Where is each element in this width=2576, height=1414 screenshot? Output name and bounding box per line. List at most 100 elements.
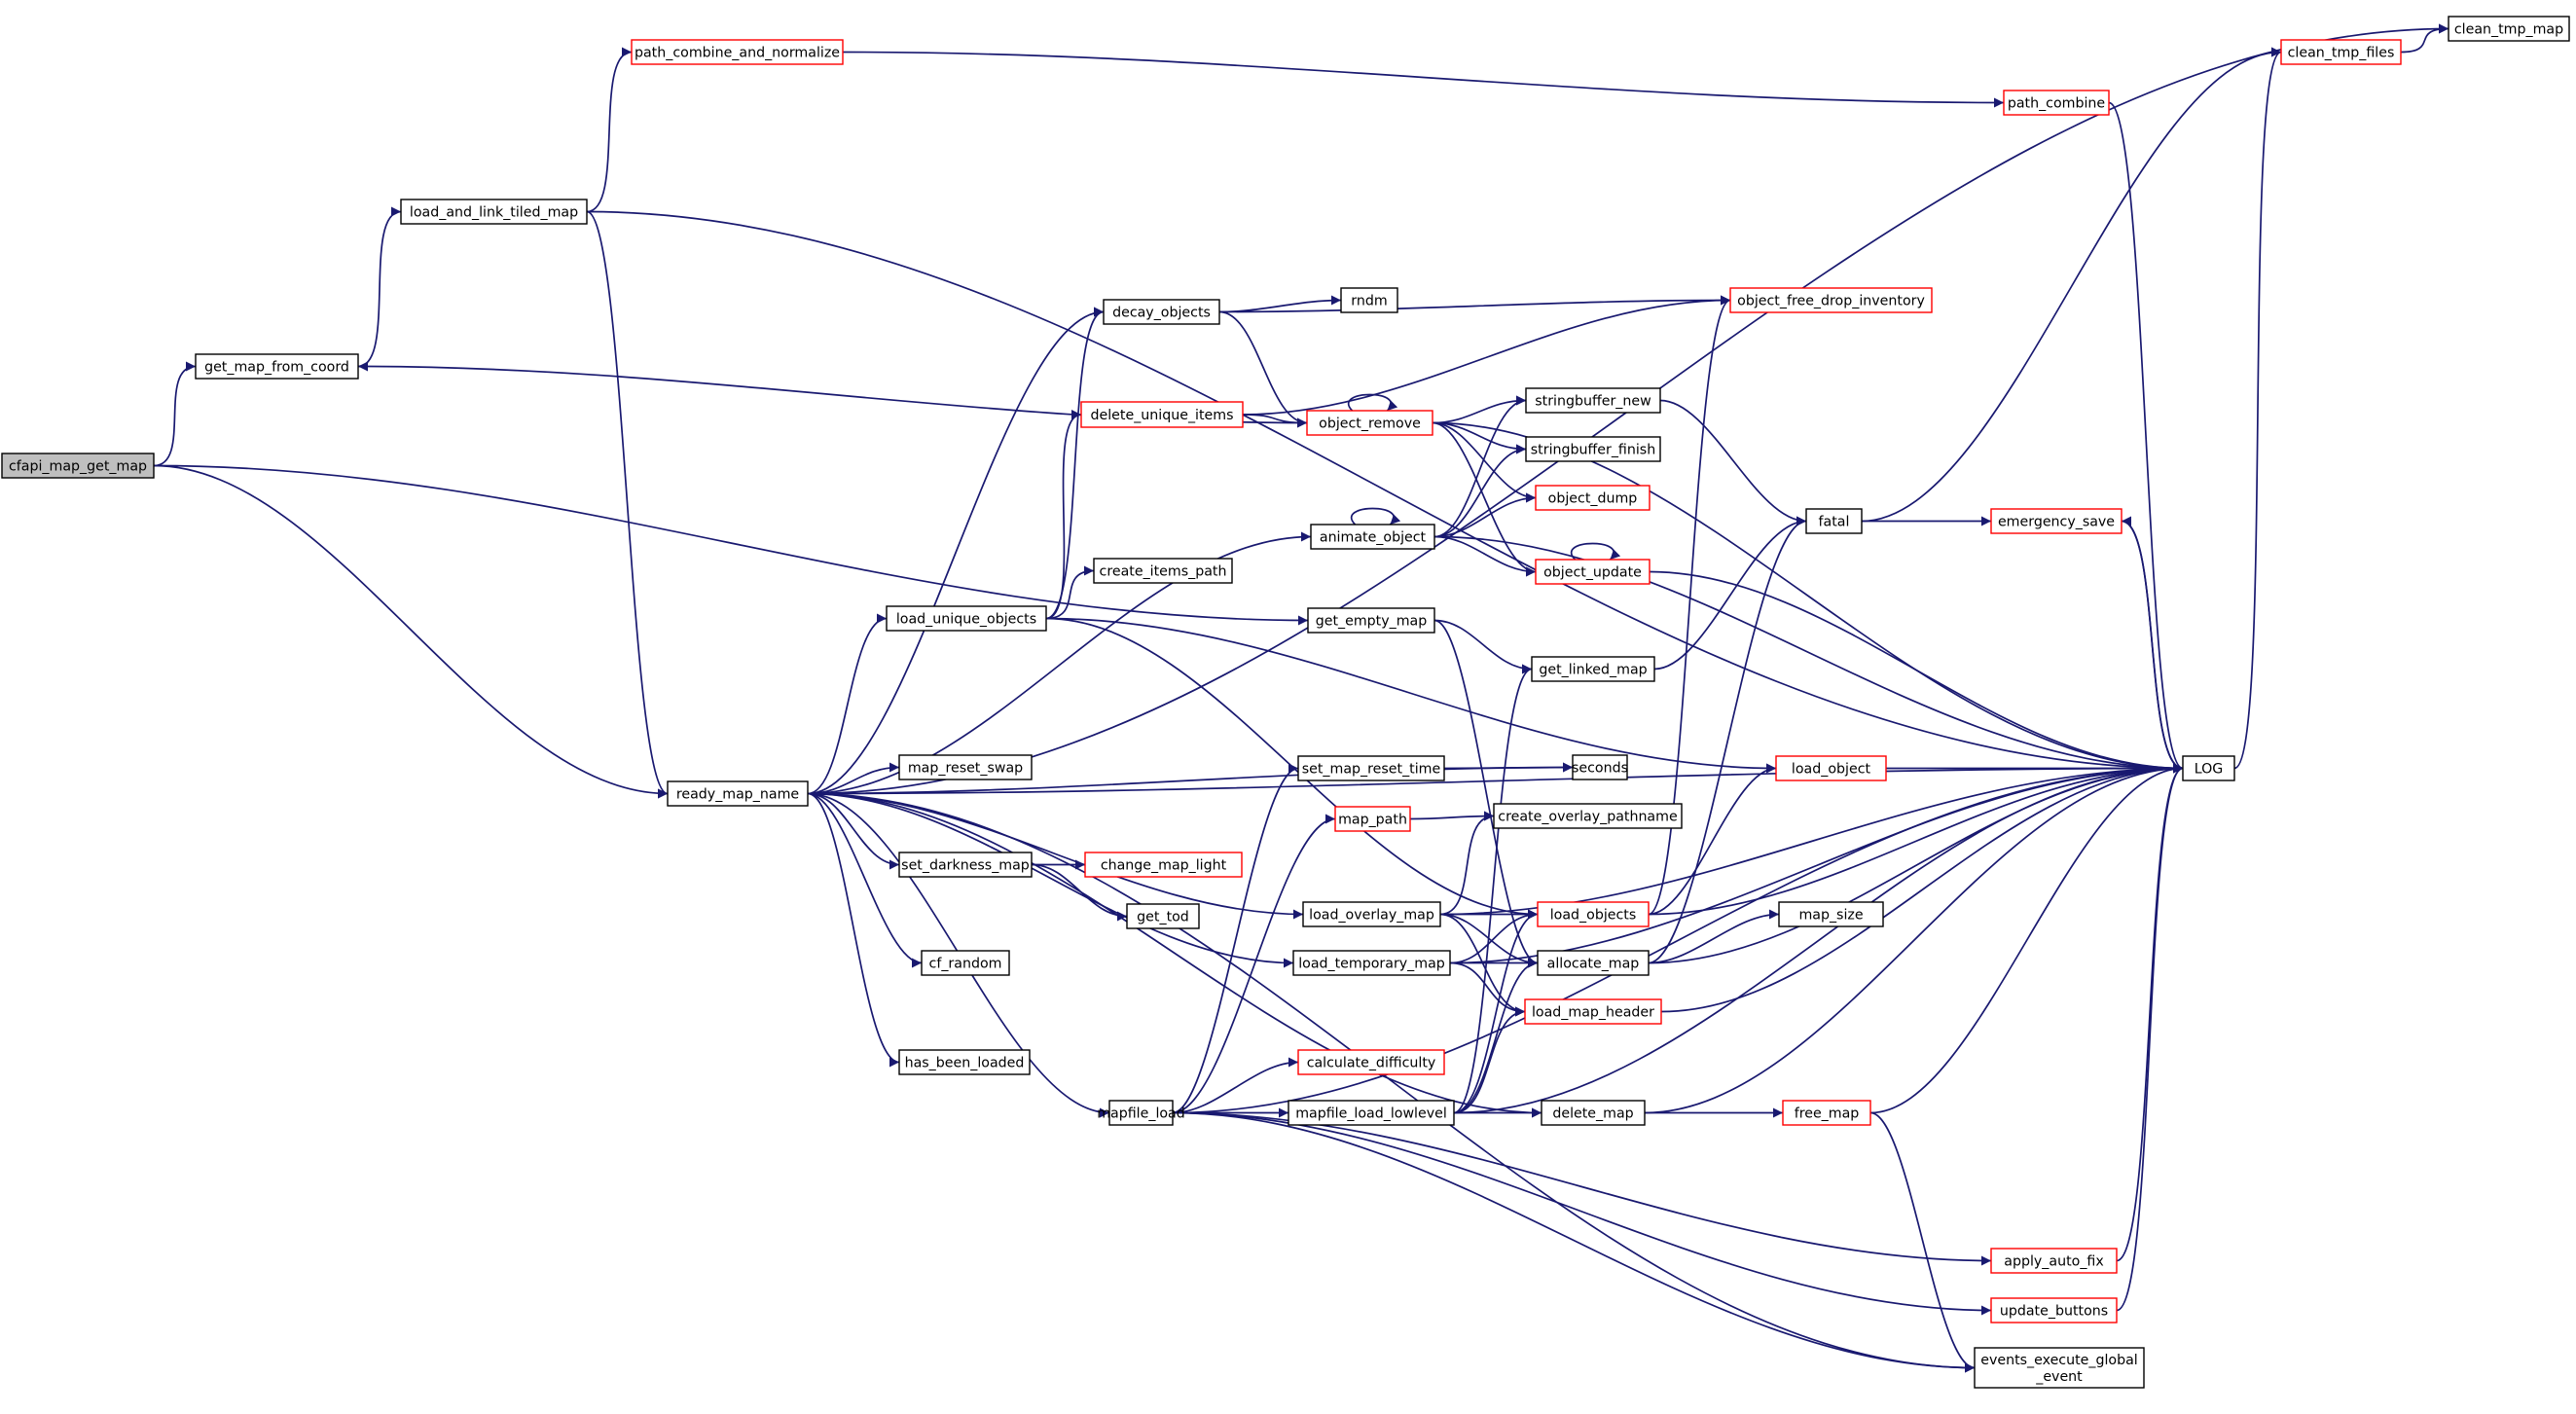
edge-load_overlay_map-to-create_overlay_pathname [1439, 811, 1495, 916]
node-get-tod[interactable]: get_tod [1126, 903, 1200, 929]
node-label: get_tod [1137, 910, 1189, 925]
node-label: rndm [1351, 294, 1387, 309]
node-stringbuffer-new[interactable]: stringbuffer_new [1525, 387, 1661, 414]
node-label: fatal [1819, 515, 1850, 530]
node-set-darkness-map[interactable]: set_darkness_map [898, 852, 1033, 878]
edge-stringbuffer_new-to-fatal [1659, 399, 1807, 526]
node-box [921, 950, 1010, 976]
node-mapfile-load[interactable]: mapfile_load [1097, 1100, 1185, 1126]
node-allocate-map[interactable]: allocate_map [1537, 950, 1650, 976]
edge-set_darkness_map-to-get_tod [1031, 863, 1128, 922]
node-object-update[interactable]: object_update [1535, 559, 1651, 585]
edge-ready_map_name-to-LOG [807, 763, 2184, 795]
edge-cfapi_map_get_map-to-ready_map_name [153, 464, 669, 799]
node-set-map-reset-time[interactable]: set_map_reset_time [1297, 755, 1445, 781]
node-map-path[interactable]: map_path [1334, 806, 1411, 832]
edge-path_combine-to-LOG [2108, 101, 2184, 774]
node-load-unique-objects[interactable]: load_unique_objects [886, 605, 1047, 632]
node-calculate-difficulty[interactable]: calculate_difficulty [1297, 1049, 1445, 1075]
node-get-map-from-coord[interactable]: get_map_from_coord [195, 353, 359, 380]
node-box [195, 353, 359, 380]
edge-load_map_header-to-LOG [1660, 763, 2184, 1013]
node-load-map-header[interactable]: load_map_header [1524, 998, 1662, 1025]
node-apply-auto-fix[interactable]: apply_auto_fix [1990, 1248, 2118, 1274]
node-label: cf_random [929, 957, 1002, 972]
node-create-items-path[interactable]: create_items_path [1093, 558, 1233, 584]
node-box [1093, 558, 1233, 584]
node-box [898, 754, 1033, 780]
node-box [1307, 607, 1435, 634]
node-box [1126, 903, 1200, 929]
edge-object_remove-to-object_remove [1348, 393, 1398, 412]
node-box [1990, 1248, 2118, 1274]
node-map-size[interactable]: map_size [1778, 901, 1884, 927]
node-rndm[interactable]: rndm [1340, 287, 1398, 313]
node-object-dump[interactable]: object_dump [1535, 485, 1651, 511]
edge-ready_map_name-to-events_execute_global_event [807, 792, 1976, 1373]
node-seconds[interactable]: seconds [1572, 754, 1628, 780]
node-box [2182, 755, 2235, 781]
node-box [1525, 387, 1661, 414]
node-load-temporary-map[interactable]: load_temporary_map [1292, 950, 1451, 976]
node-events-execute-global-event[interactable]: events_execute_global_event [1974, 1347, 2145, 1389]
edge-mapfile_load_lowlevel-to-allocate_map [1453, 958, 1539, 1114]
node-delete-map[interactable]: delete_map [1541, 1100, 1646, 1126]
node-update-buttons[interactable]: update_buttons [1990, 1297, 2118, 1323]
edge-animate_object-to-stringbuffer_finish [1433, 444, 1527, 538]
node-cfapi-map-get-map[interactable]: cfapi_map_get_map [1, 453, 155, 479]
node-delete-unique-items[interactable]: delete_unique_items [1080, 401, 1244, 428]
edge-mapfile_load_lowlevel-to-LOG [1453, 763, 2184, 1114]
edge-get_empty_map-to-get_linked_map [1433, 619, 1533, 674]
edge-load_unique_objects-to-load_object [1045, 617, 1777, 774]
node-path-combine[interactable]: path_combine [2003, 90, 2110, 116]
edge-free_map-to-events_execute_global_event [1869, 1111, 1976, 1373]
node-clean-tmp-files[interactable]: clean_tmp_files [2280, 39, 2402, 65]
node-LOG[interactable]: LOG [2182, 755, 2235, 781]
node-decay-objects[interactable]: decay_objects [1103, 299, 1220, 325]
node-label: object_free_drop_inventory [1737, 294, 1925, 309]
node-box [1493, 803, 1683, 829]
node-label: LOG [2195, 762, 2224, 778]
edge-mapfile_load-to-LOG [1172, 763, 2184, 1114]
node-free-map[interactable]: free_map [1782, 1100, 1871, 1126]
node-has-been-loaded[interactable]: has_been_loaded [898, 1049, 1031, 1075]
node-box [2003, 90, 2110, 116]
node-change-map-light[interactable]: change_map_light [1084, 852, 1243, 878]
node-get-empty-map[interactable]: get_empty_map [1307, 607, 1435, 634]
node-load-and-link-tiled-map[interactable]: load_and_link_tiled_map [400, 199, 588, 225]
node-ready-map-name[interactable]: ready_map_name [667, 780, 809, 807]
node-box [667, 780, 809, 807]
node-fatal[interactable]: fatal [1805, 508, 1863, 534]
node-path-combine-and-normalize[interactable]: path_combine_and_normalize [631, 39, 844, 65]
edge-load_objects-to-LOG [1648, 763, 2184, 916]
edge-decay_objects-to-object_free_drop_inventory [1218, 295, 1731, 313]
node-create-overlay-pathname[interactable]: create_overlay_pathname [1493, 803, 1683, 829]
node-load-objects[interactable]: load_objects [1537, 901, 1650, 927]
edge-get_map_from_coord-to-load_and_link_tiled_map [357, 206, 402, 368]
node-get-linked-map[interactable]: get_linked_map [1531, 656, 1655, 682]
node-map-reset-swap[interactable]: map_reset_swap [898, 754, 1033, 780]
node-load-object[interactable]: load_object [1775, 755, 1887, 781]
edge-decay_objects-to-object_remove [1218, 310, 1308, 428]
node-clean-tmp-map[interactable]: clean_tmp_map [2448, 16, 2570, 42]
node-mapfile-load-lowlevel[interactable]: mapfile_load_lowlevel [1288, 1100, 1455, 1126]
node-box [1541, 1100, 1646, 1126]
node-stringbuffer-finish[interactable]: stringbuffer_finish [1525, 436, 1661, 462]
node-cf-random[interactable]: cf_random [921, 950, 1010, 976]
node-object-remove[interactable]: object_remove [1306, 410, 1433, 436]
node-object-free-drop-inventory[interactable]: object_free_drop_inventory [1729, 287, 1933, 313]
node-box [1535, 485, 1651, 511]
node-label: path_combine [2008, 96, 2105, 112]
edge-clean_tmp_files-to-clean_tmp_map [2400, 23, 2449, 54]
edge-allocate_map-to-map_size [1648, 909, 1780, 964]
node-label: delete_map [1552, 1106, 1633, 1122]
node-box [2280, 39, 2402, 65]
node-box [1, 453, 155, 479]
node-animate-object[interactable]: animate_object [1310, 524, 1435, 550]
node-emergency-save[interactable]: emergency_save [1990, 508, 2122, 534]
node-label: load_objects [1550, 908, 1637, 924]
edge-load_objects-to-load_object [1648, 763, 1777, 916]
node-label: create_items_path [1100, 564, 1227, 580]
node-label: allocate_map [1547, 957, 1640, 972]
node-load-overlay-map[interactable]: load_overlay_map [1302, 901, 1441, 927]
